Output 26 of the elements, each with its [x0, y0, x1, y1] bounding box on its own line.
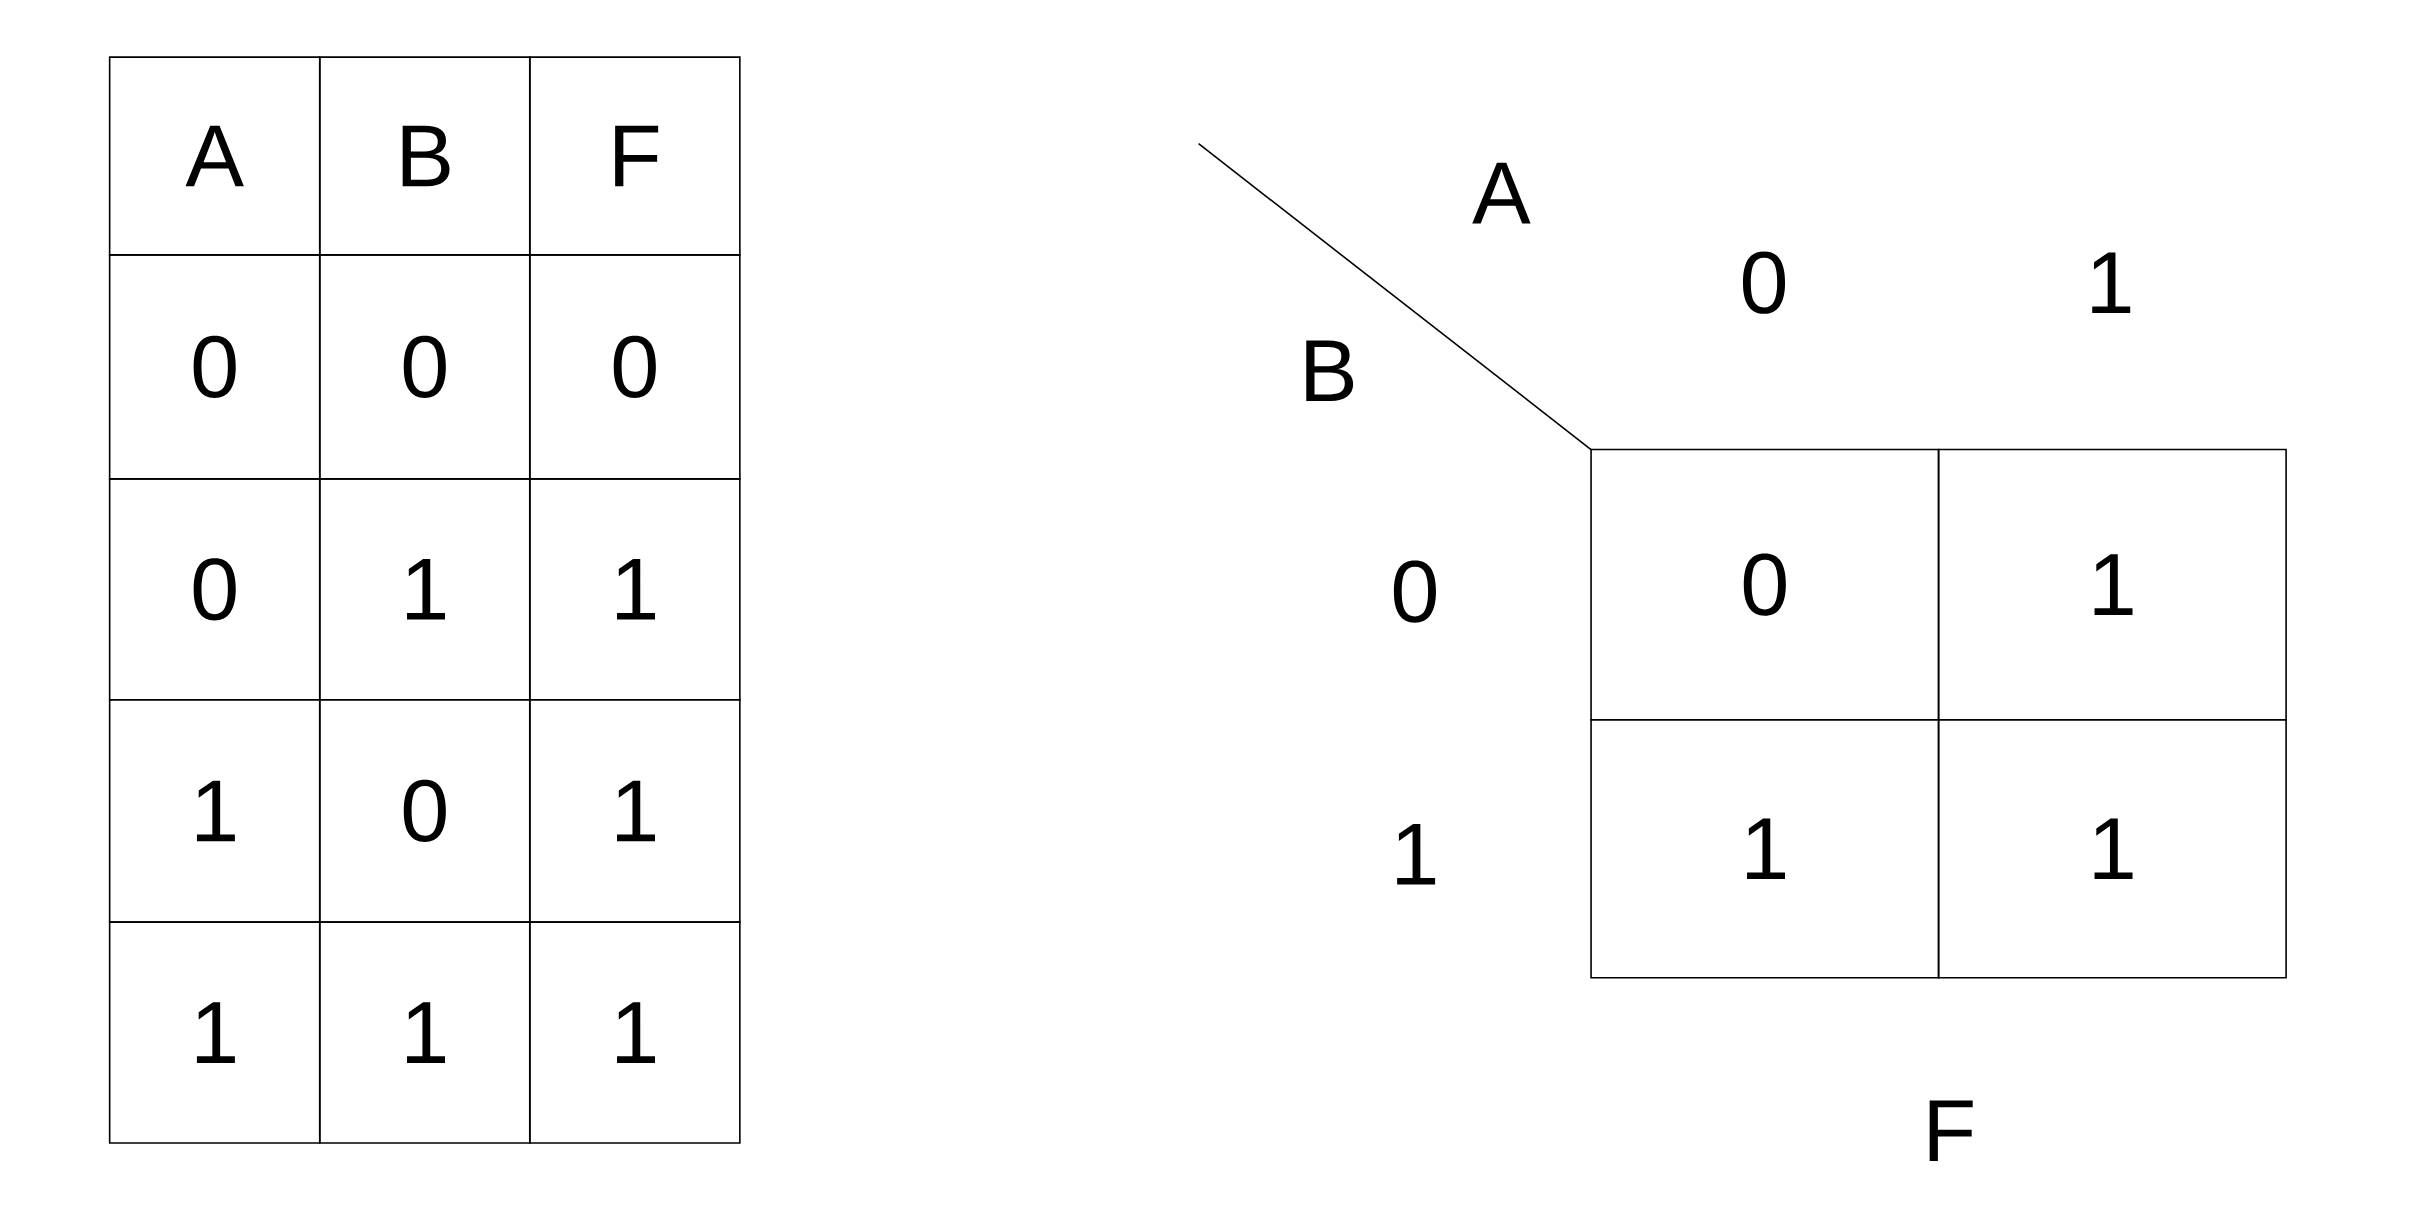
axis-value: 0 [1743, 251, 1786, 314]
table-cell: 1 [108, 698, 321, 923]
table-cell: 0 [528, 254, 741, 480]
table-cell: 0 [318, 698, 531, 923]
table-cell: 1 [318, 921, 531, 1144]
axis-value: 0 [1393, 560, 1436, 623]
map-cell: 1 [1937, 448, 2287, 721]
table-cell: 0 [108, 478, 321, 701]
table-cell: 0 [108, 254, 321, 480]
map-cell: 1 [1937, 719, 2287, 979]
axis-value: 1 [2092, 252, 2131, 313]
axis-label: B [1306, 340, 1354, 401]
map-cell: 0 [1590, 448, 1940, 721]
map-cell: 1 [1590, 719, 1940, 979]
table-cell: 1 [528, 478, 741, 701]
table-cell: 0 [318, 254, 531, 480]
axis-value: 1 [1397, 823, 1436, 885]
table-cell: 1 [108, 921, 321, 1144]
table-cell: A [108, 56, 321, 256]
axis-label: A [1472, 162, 1531, 224]
table-cell: 1 [318, 478, 531, 701]
table-cell: 1 [528, 698, 741, 923]
table-cell: 1 [528, 921, 741, 1144]
output-label: F [1929, 1100, 1973, 1161]
table-cell: B [318, 56, 531, 256]
table-cell: F [528, 56, 741, 256]
